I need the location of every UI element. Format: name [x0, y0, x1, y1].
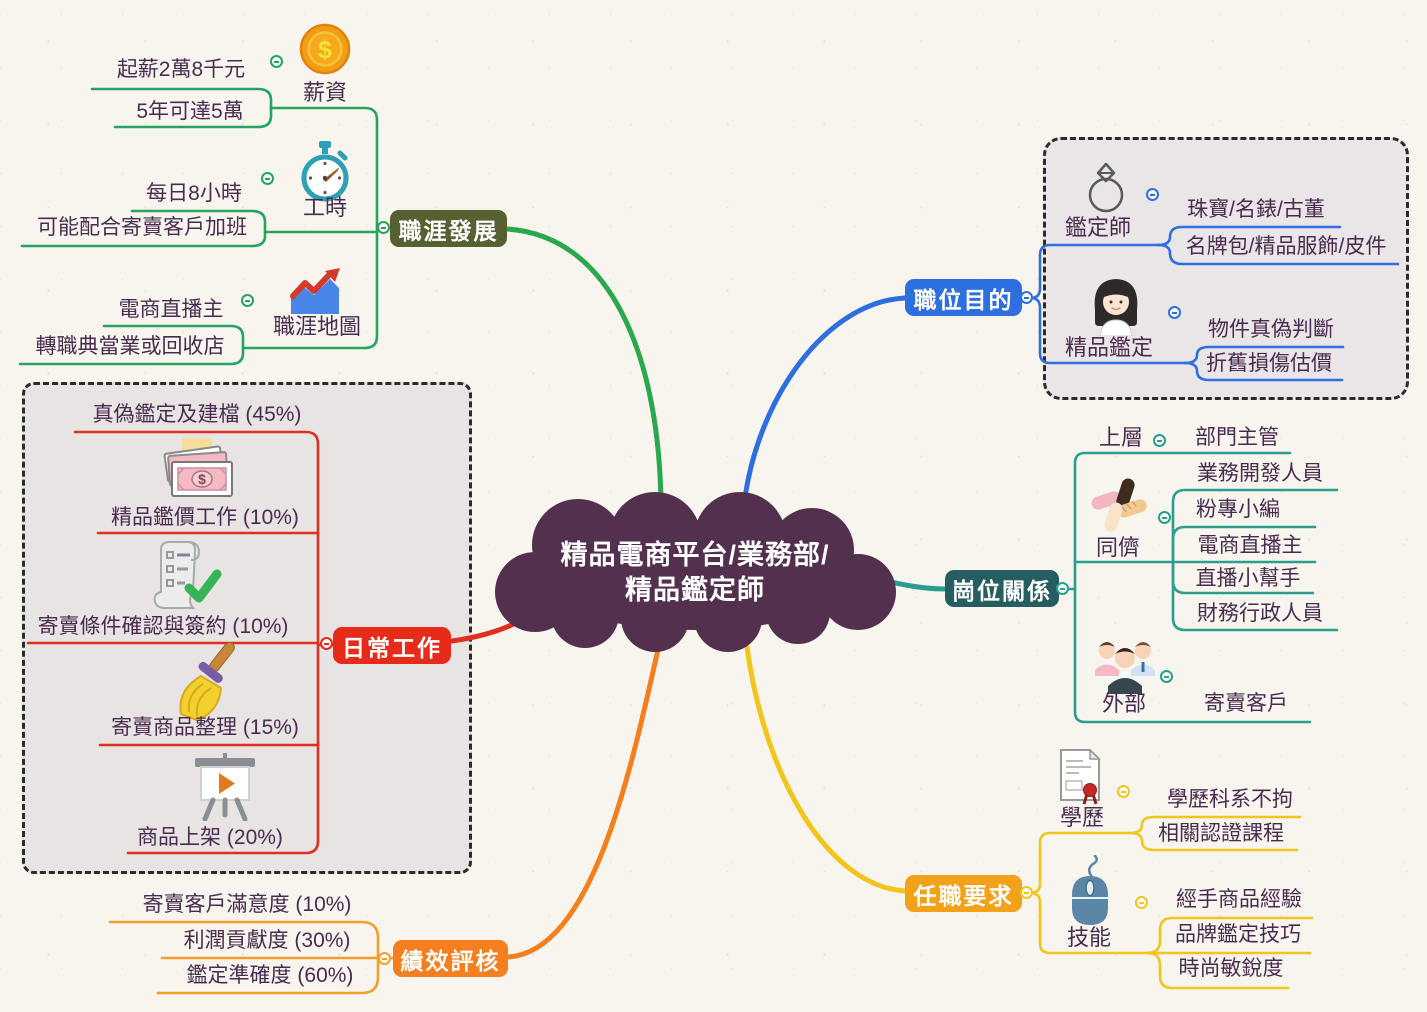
certificate-icon — [1057, 748, 1103, 811]
node-hours[interactable]: 工時 — [302, 195, 347, 220]
topic-map-streamer[interactable]: 電商直播主 — [118, 298, 224, 321]
topic-skills-brand[interactable]: 品牌鑑定技巧 — [1175, 923, 1301, 946]
collapse-button-purpose[interactable] — [1020, 291, 1033, 304]
branch-label-career-text: 職涯發展 — [398, 217, 499, 244]
collapse-button-requirements[interactable] — [1020, 886, 1033, 899]
topic-daily-organize[interactable]: 寄賣商品整理 (15%) — [111, 716, 299, 739]
daily-branch-lines — [26, 430, 555, 855]
branch-label-daily-text: 日常工作 — [342, 634, 442, 661]
stopwatch-icon — [296, 140, 354, 209]
topic-edu-certification[interactable]: 相關認證課程 — [1158, 822, 1284, 845]
collapse-button-appraiser[interactable] — [1146, 188, 1159, 201]
branch-label-relations[interactable]: 崗位關係 — [945, 570, 1059, 607]
central-topic-line2: 精品鑑定師 — [625, 575, 765, 605]
collapse-button-education[interactable] — [1117, 785, 1130, 798]
topic-peers-assistant[interactable]: 直播小幫手 — [1195, 567, 1301, 590]
performance-branch-lines — [108, 642, 662, 995]
mouse-icon — [1062, 854, 1118, 932]
topic-skills-fashion[interactable]: 時尚敏銳度 — [1178, 957, 1284, 980]
broom-icon — [167, 642, 247, 727]
branch-label-requirements[interactable]: 任職要求 — [905, 875, 1022, 912]
collapse-button-authenticate[interactable] — [1168, 306, 1181, 319]
node-upper[interactable]: 上層 — [1098, 425, 1143, 450]
collapse-button-peers[interactable] — [1158, 511, 1171, 524]
branch-label-performance-text: 績效評核 — [400, 947, 501, 974]
collapse-button-career[interactable] — [377, 221, 390, 234]
topic-perf-satisfaction[interactable]: 寄賣客戶滿意度 (10%) — [142, 893, 352, 916]
topic-edu-any-major[interactable]: 學歷科系不拘 — [1167, 788, 1293, 811]
central-topic[interactable]: 精品電商平台/業務部/ 精品鑑定師 — [505, 538, 885, 608]
collapse-button-external[interactable] — [1160, 670, 1173, 683]
topic-daily-contract[interactable]: 寄賣條件確認與簽約 (10%) — [37, 615, 289, 638]
topic-auth-depreciation[interactable]: 折舊損傷估價 — [1206, 352, 1332, 375]
collapse-button-career-map[interactable] — [241, 294, 254, 307]
branch-label-requirements-text: 任職要求 — [913, 882, 1014, 909]
requirements-branch-lines — [744, 644, 1314, 990]
topic-peers-bizdev[interactable]: 業務開發人員 — [1197, 462, 1323, 485]
node-external[interactable]: 外部 — [1101, 691, 1146, 716]
branch-label-career[interactable]: 職涯發展 — [390, 210, 507, 247]
node-peers[interactable]: 同儕 — [1095, 535, 1140, 560]
woman-avatar-icon — [1087, 274, 1145, 341]
topic-appraiser-jewelry[interactable]: 珠寶/名錶/古董 — [1187, 198, 1325, 221]
topic-hours-daily[interactable]: 每日8小時 — [146, 182, 242, 205]
node-skills[interactable]: 技能 — [1066, 925, 1111, 950]
ring-icon — [1083, 157, 1129, 220]
topic-salary-start[interactable]: 起薪2萬8千元 — [116, 58, 246, 81]
topic-salary-5y[interactable]: 5年可達5萬 — [136, 100, 244, 123]
node-career-map[interactable]: 職涯地圖 — [272, 314, 361, 339]
money-bills-icon: $ — [158, 438, 238, 507]
topic-daily-listing[interactable]: 商品上架 (20%) — [137, 826, 283, 849]
collapse-button-relations[interactable] — [1056, 582, 1069, 595]
node-education[interactable]: 學歷 — [1059, 805, 1104, 830]
node-salary[interactable]: 薪資 — [302, 80, 347, 105]
node-authenticate[interactable]: 精品鑑定 — [1064, 335, 1153, 360]
central-topic-line1: 精品電商平台/業務部/ — [560, 540, 830, 570]
handshake-icon — [1087, 474, 1151, 541]
coin-icon: $ — [299, 23, 351, 80]
contract-check-icon — [143, 536, 223, 621]
branch-label-daily[interactable]: 日常工作 — [333, 627, 451, 664]
topic-daily-authentication[interactable]: 真偽鑑定及建檔 (45%) — [92, 403, 302, 426]
topic-daily-valuation[interactable]: 精品鑑價工作 (10%) — [111, 506, 299, 529]
collapse-button-daily[interactable] — [320, 637, 333, 650]
relations-branch-lines — [875, 451, 1339, 724]
topic-appraiser-bags[interactable]: 名牌包/精品服飾/皮件 — [1185, 235, 1387, 258]
presentation-easel-icon — [193, 753, 257, 826]
topic-perf-accuracy[interactable]: 鑑定準確度 (60%) — [186, 964, 354, 987]
topic-peers-editor[interactable]: 粉專小編 — [1196, 498, 1280, 521]
collapse-button-salary[interactable] — [270, 55, 283, 68]
career-branch-lines — [18, 87, 664, 510]
topic-peers-finance[interactable]: 財務行政人員 — [1197, 602, 1323, 625]
boundary-job-purpose — [1043, 137, 1409, 400]
topic-external-clients[interactable]: 寄賣客戶 — [1204, 692, 1288, 715]
central-topic-cloud[interactable] — [495, 492, 896, 652]
growth-chart-icon — [287, 268, 343, 321]
topic-map-pawn[interactable]: 轉職典當業或回收店 — [35, 335, 225, 358]
node-appraiser[interactable]: 鑑定師 — [1064, 215, 1131, 240]
collapse-button-skills[interactable] — [1135, 896, 1148, 909]
branch-label-purpose-text: 職位目的 — [913, 286, 1014, 313]
people-group-icon — [1092, 634, 1158, 703]
topic-perf-profit[interactable]: 利潤貢獻度 (30%) — [183, 929, 351, 952]
topic-upper-manager[interactable]: 部門主管 — [1195, 426, 1279, 449]
svg-text:$: $ — [318, 36, 332, 64]
purpose-branch-lines — [741, 225, 1400, 508]
branch-label-performance[interactable]: 績效評核 — [393, 940, 508, 977]
collapse-button-performance[interactable] — [378, 952, 391, 965]
topic-auth-genuine[interactable]: 物件真偽判斷 — [1208, 318, 1334, 341]
collapse-button-upper[interactable] — [1153, 434, 1166, 447]
collapse-button-hours[interactable] — [261, 172, 274, 185]
topic-skills-experience[interactable]: 經手商品經驗 — [1176, 888, 1302, 911]
topic-hours-overtime[interactable]: 可能配合寄賣客戶加班 — [37, 216, 247, 239]
branch-label-relations-text: 崗位關係 — [952, 577, 1052, 604]
topic-peers-streamer[interactable]: 電商直播主 — [1197, 534, 1303, 557]
svg-text:$: $ — [198, 471, 206, 487]
branch-label-purpose[interactable]: 職位目的 — [905, 279, 1022, 316]
